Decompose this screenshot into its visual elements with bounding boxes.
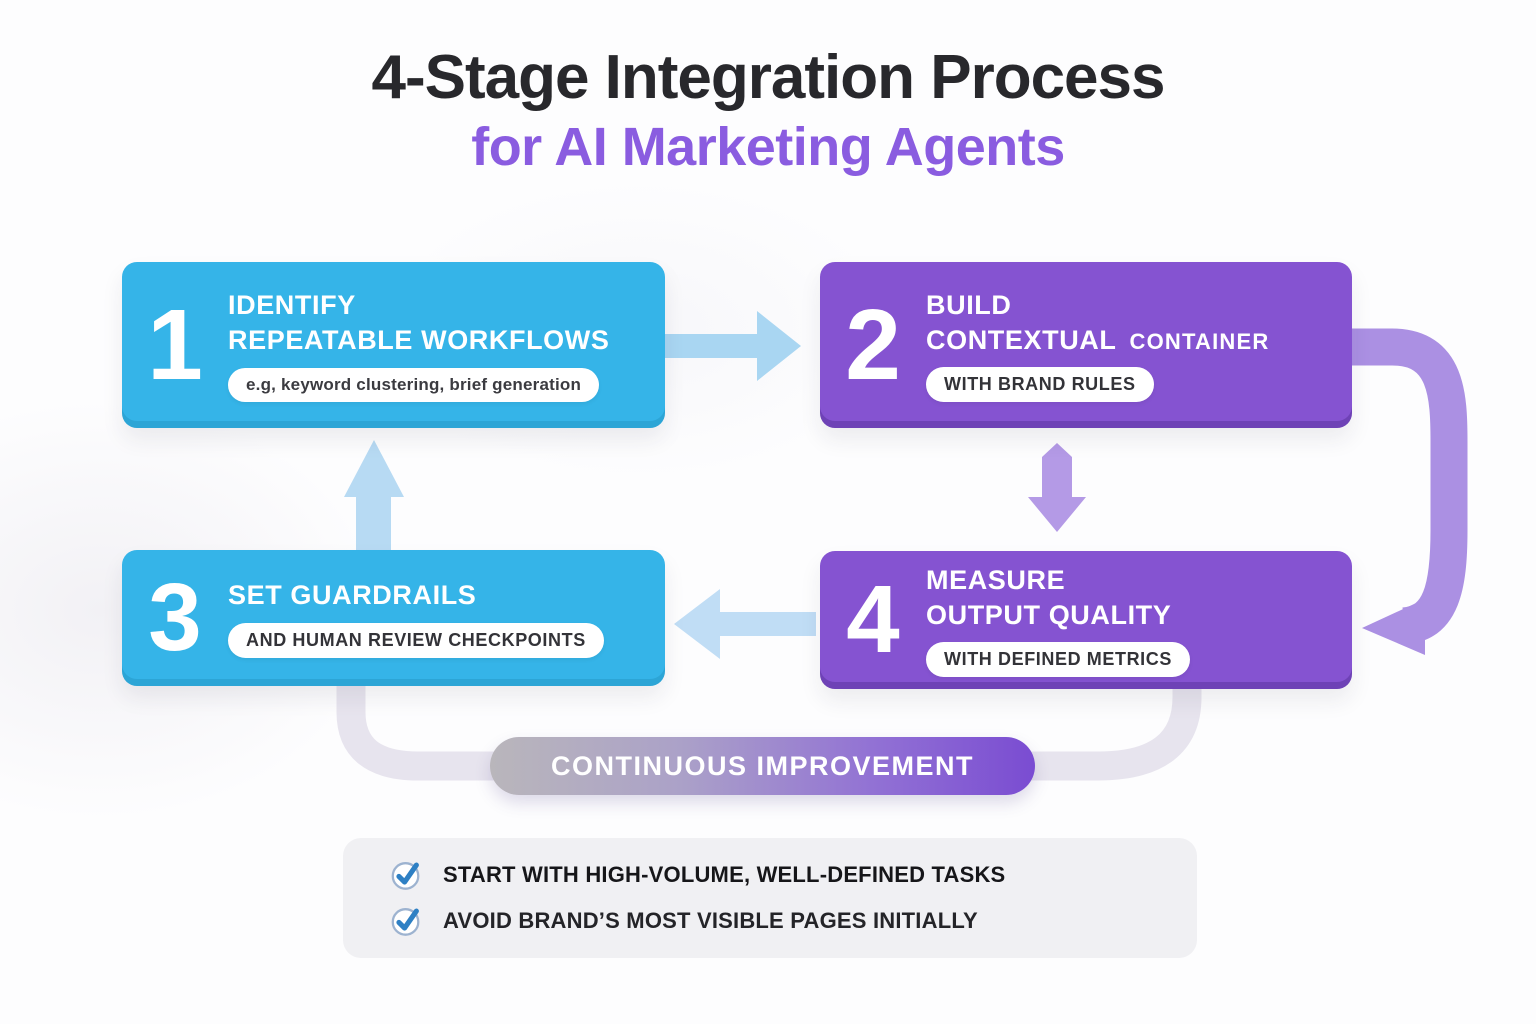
checklist-item: START WITH HIGH-VOLUME, WELL-DEFINED TAS… xyxy=(389,858,1197,892)
header: 4-Stage Integration Process for AI Marke… xyxy=(0,43,1536,178)
banner-label: CONTINUOUS IMPROVEMENT xyxy=(550,750,974,781)
stage-box-4: 4 MEASURE OUTPUT QUALITY WITH DEFINED ME… xyxy=(820,551,1352,689)
stage-content: IDENTIFY REPEATABLE WORKFLOWS e.g, keywo… xyxy=(228,288,622,402)
stage-heading-line2: OUTPUT QUALITY xyxy=(926,598,1171,633)
stage-heading-line1: SET GUARDRAILS xyxy=(228,580,477,611)
page-subtitle: for AI Marketing Agents xyxy=(471,117,1065,178)
stage-heading-main: REPEATABLE WORKFLOWS xyxy=(228,325,610,355)
checklist-item: AVOID BRAND’S MOST VISIBLE PAGES INITIAL… xyxy=(389,904,1197,938)
stage-number: 2 xyxy=(845,289,901,401)
checklist-label: START WITH HIGH-VOLUME, WELL-DEFINED TAS… xyxy=(443,862,1006,887)
stage-heading-line2: CONTEXTUAL CONTAINER xyxy=(926,323,1269,358)
continuous-improvement-banner: CONTINUOUS IMPROVEMENT xyxy=(490,737,1035,795)
page-title: 4-Stage Integration Process xyxy=(371,43,1165,112)
stage-heading-line2: REPEATABLE WORKFLOWS xyxy=(228,323,622,358)
stage-box-3: 3 SET GUARDRAILS AND HUMAN REVIEW CHECKP… xyxy=(122,550,665,686)
checklist-card: START WITH HIGH-VOLUME, WELL-DEFINED TAS… xyxy=(343,838,1197,958)
arrow-right-icon xyxy=(662,311,801,381)
stage-content: MEASURE OUTPUT QUALITY WITH DEFINED METR… xyxy=(926,563,1190,678)
stage-heading-line1: MEASURE xyxy=(926,564,1066,595)
stage-content: BUILD CONTEXTUAL CONTAINER WITH BRAND RUL… xyxy=(926,288,1269,403)
stage-number: 1 xyxy=(147,289,203,401)
stage-number: 3 xyxy=(148,564,202,671)
check-icon xyxy=(391,908,420,936)
stage-number: 4 xyxy=(846,566,900,673)
stage-pill: AND HUMAN REVIEW CHECKPOINTS xyxy=(228,622,604,658)
stage-pill: WITH DEFINED METRICS xyxy=(926,642,1190,678)
arrow-up-icon xyxy=(344,440,404,552)
stage-pill: e.g, keyword clustering, brief generatio… xyxy=(228,367,600,402)
stage-content: SET GUARDRAILS AND HUMAN REVIEW CHECKPOI… xyxy=(228,578,604,658)
stage-pill: WITH BRAND RULES xyxy=(926,367,1154,403)
check-icon xyxy=(391,862,420,890)
stage-heading-line1: IDENTIFY xyxy=(228,290,356,321)
checklist-label: AVOID BRAND’S MOST VISIBLE PAGES INITIAL… xyxy=(443,908,978,933)
stage-heading-main: OUTPUT QUALITY xyxy=(926,599,1172,630)
arrow-left-icon xyxy=(674,589,816,659)
stage-heading-main: CONTEXTUAL xyxy=(926,324,1117,355)
stage-heading-suffix: CONTAINER xyxy=(1129,328,1270,354)
stage-heading-line1: BUILD xyxy=(926,289,1012,320)
curve-arrow-icon xyxy=(1346,328,1468,645)
arrow-down-icon xyxy=(1028,443,1086,532)
stage-box-2: 2 BUILD CONTEXTUAL CONTAINER WITH BRAND R… xyxy=(820,262,1352,428)
curve-arrowhead-icon xyxy=(1362,599,1425,655)
loop-path-icon xyxy=(336,678,1202,781)
stage-box-1: 1 IDENTIFY REPEATABLE WORKFLOWS e.g, key… xyxy=(122,262,665,428)
